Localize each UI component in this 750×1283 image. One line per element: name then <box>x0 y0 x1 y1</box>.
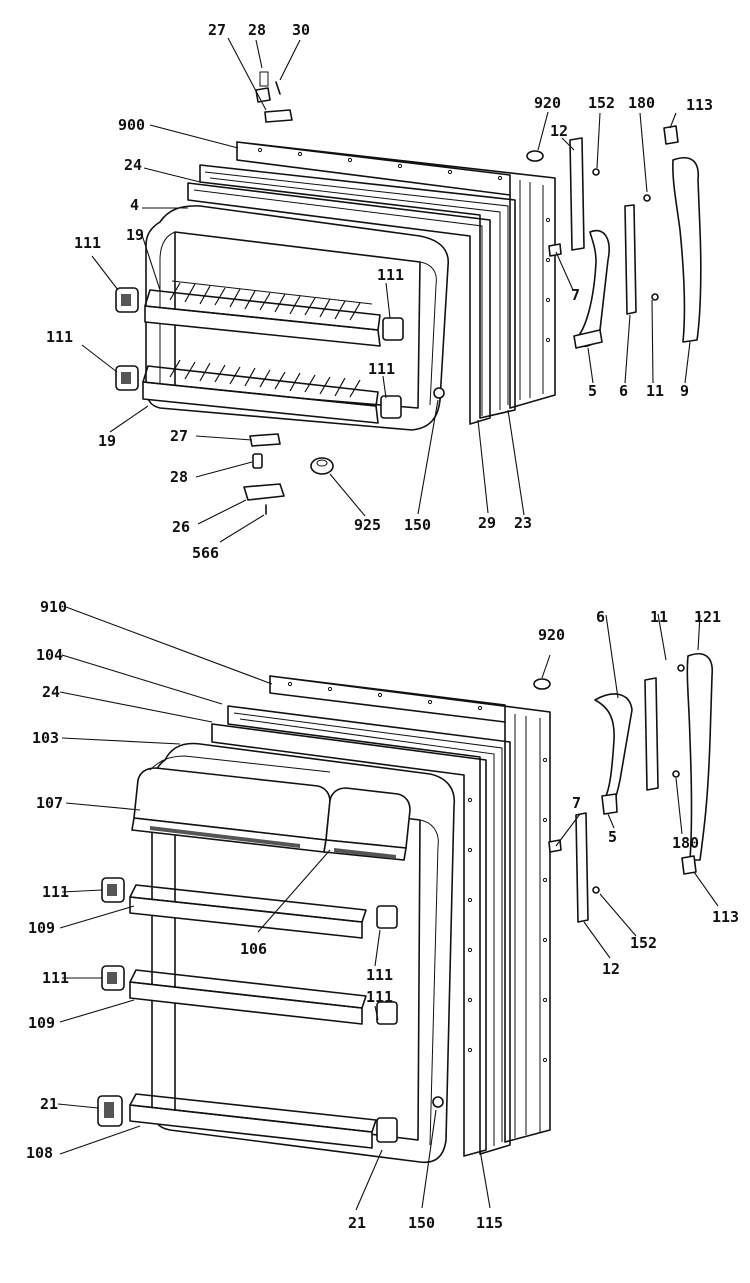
callout-label: 28 <box>248 21 266 39</box>
callout-label: 109 <box>28 1014 55 1032</box>
callout-label: 28 <box>170 468 188 486</box>
callout-label: 24 <box>124 156 142 174</box>
callout-label: 21 <box>40 1095 58 1113</box>
callout-label: 150 <box>408 1214 435 1232</box>
callout-label: 6 <box>619 382 628 400</box>
upper-door-assembly <box>115 71 702 515</box>
callout-label: 11 <box>650 608 668 626</box>
callout-label: 113 <box>686 96 713 114</box>
callout-label: 27 <box>208 21 226 39</box>
callout-label: 180 <box>628 94 655 112</box>
callout-label: 115 <box>476 1214 503 1232</box>
callout-label: 900 <box>118 116 145 134</box>
callout-label: 4 <box>130 196 139 214</box>
callout-label: 920 <box>534 94 561 112</box>
callout-label: 19 <box>126 226 144 244</box>
callout-label: 30 <box>292 21 310 39</box>
callout-label: 29 <box>478 514 496 532</box>
callout-label: 108 <box>26 1144 53 1162</box>
callout-label: 107 <box>36 794 63 812</box>
leader-lines <box>57 37 719 1211</box>
callout-label: 9 <box>680 382 689 400</box>
callout-label: 26 <box>172 518 190 536</box>
callout-label: 21 <box>348 1214 366 1232</box>
callout-label: 12 <box>602 960 620 978</box>
callout-label: 910 <box>40 598 67 616</box>
callout-label: 24 <box>42 683 60 701</box>
callout-label: 23 <box>514 514 532 532</box>
callout-label: 7 <box>572 794 581 812</box>
callout-label: 106 <box>240 940 267 958</box>
callout-label: 19 <box>98 432 116 450</box>
callout-label: 111 <box>42 969 69 987</box>
callout-label: 111 <box>368 360 395 378</box>
callout-label: 111 <box>366 988 393 1006</box>
callout-label: 104 <box>36 646 63 664</box>
callout-label: 103 <box>32 729 59 747</box>
callout-label: 920 <box>538 626 565 644</box>
callout-label: 111 <box>46 328 73 346</box>
callout-label: 180 <box>672 834 699 852</box>
callout-label: 6 <box>596 608 605 626</box>
callout-label: 11 <box>646 382 664 400</box>
callout-label: 152 <box>630 934 657 952</box>
callout-label: 111 <box>366 966 393 984</box>
callout-label: 121 <box>694 608 721 626</box>
callout-label: 111 <box>74 234 101 252</box>
callout-label: 27 <box>170 427 188 445</box>
callout-label: 566 <box>192 544 219 562</box>
callout-label: 150 <box>404 516 431 534</box>
callout-label: 5 <box>588 382 597 400</box>
callout-label: 925 <box>354 516 381 534</box>
callout-label: 113 <box>712 908 739 926</box>
callout-label: 152 <box>588 94 615 112</box>
callout-label: 109 <box>28 919 55 937</box>
lower-door-assembly <box>97 652 713 1164</box>
callout-label: 111 <box>42 883 69 901</box>
callout-labels: 27 28 30 900 920 152 180 113 12 24 4 111… <box>26 21 739 1232</box>
callout-label: 12 <box>550 122 568 140</box>
callout-label: 111 <box>377 266 404 284</box>
callout-label: 7 <box>571 286 580 304</box>
callout-label: 5 <box>608 828 617 846</box>
